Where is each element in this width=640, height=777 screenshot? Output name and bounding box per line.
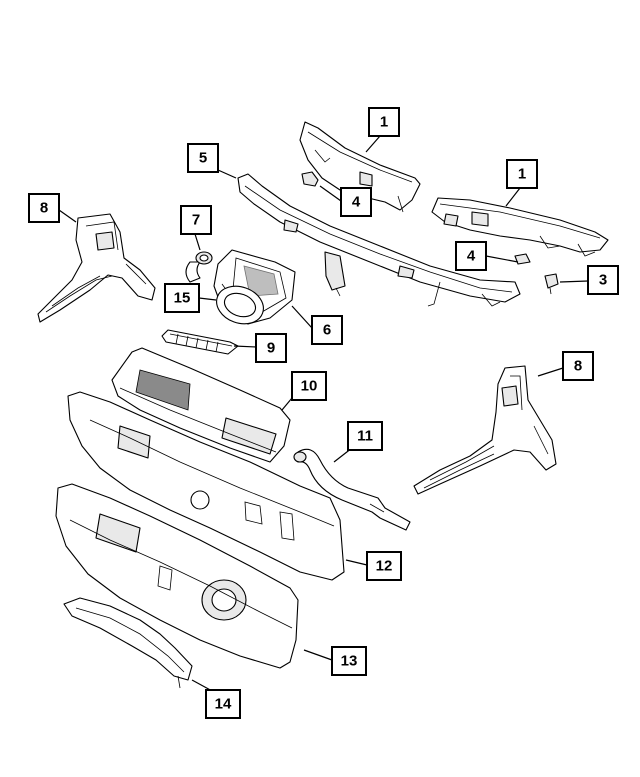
callout-label: 6 bbox=[323, 322, 331, 339]
callout-label: 10 bbox=[301, 378, 318, 395]
part-4-bracket-upper bbox=[301, 171, 319, 187]
callout-label: 12 bbox=[376, 558, 393, 575]
callout-label: 13 bbox=[341, 653, 358, 670]
part-5-cross-member bbox=[237, 173, 521, 307]
callout-4-lower: 4 bbox=[455, 241, 487, 271]
callout-label: 8 bbox=[574, 358, 582, 375]
callout-3: 3 bbox=[587, 265, 619, 295]
part-10-cowl-grille bbox=[111, 347, 291, 463]
callout-label: 15 bbox=[174, 290, 191, 307]
leader-lines bbox=[58, 135, 589, 693]
part-13-insulator bbox=[55, 483, 299, 669]
part-14-bracket bbox=[63, 597, 193, 689]
part-7-hose bbox=[185, 251, 213, 283]
callout-12: 12 bbox=[366, 551, 402, 581]
callout-1-right: 1 bbox=[506, 159, 538, 189]
callout-8-right: 8 bbox=[562, 351, 594, 381]
callout-4-upper: 4 bbox=[340, 187, 372, 217]
callout-11: 11 bbox=[347, 421, 383, 451]
part-1-cowl-panel-right bbox=[431, 197, 609, 257]
part-12-dash-panel bbox=[67, 391, 345, 581]
part-9-filter bbox=[161, 329, 239, 355]
callout-label: 7 bbox=[192, 212, 200, 229]
callout-label: 3 bbox=[599, 272, 607, 289]
part-15-duct bbox=[216, 285, 264, 325]
callout-label: 9 bbox=[267, 340, 275, 357]
callout-14: 14 bbox=[205, 689, 241, 719]
part-1-cowl-panel-left bbox=[299, 121, 421, 213]
callout-13: 13 bbox=[331, 646, 367, 676]
callout-label: 8 bbox=[40, 200, 48, 217]
part-11-hose bbox=[293, 448, 411, 531]
callout-label: 14 bbox=[215, 696, 232, 713]
part-4-bracket-lower bbox=[514, 253, 531, 265]
part-3-clip bbox=[544, 273, 559, 295]
callout-9: 9 bbox=[255, 333, 287, 363]
callout-1-upper: 1 bbox=[368, 107, 400, 137]
callout-8-left: 8 bbox=[28, 193, 60, 223]
callout-label: 11 bbox=[357, 428, 373, 445]
callout-5: 5 bbox=[187, 143, 219, 173]
callout-10: 10 bbox=[291, 371, 327, 401]
callout-label: 5 bbox=[199, 150, 207, 167]
callout-label: 1 bbox=[380, 114, 388, 131]
part-8-wheelhouse-right bbox=[413, 365, 557, 495]
callout-label: 4 bbox=[352, 194, 361, 211]
callout-label: 4 bbox=[467, 248, 476, 265]
callout-15: 15 bbox=[164, 283, 200, 313]
part-8-wheelhouse-left bbox=[37, 213, 156, 323]
callout-label: 1 bbox=[518, 166, 526, 183]
callout-7: 7 bbox=[180, 205, 212, 235]
callout-6: 6 bbox=[311, 315, 343, 345]
